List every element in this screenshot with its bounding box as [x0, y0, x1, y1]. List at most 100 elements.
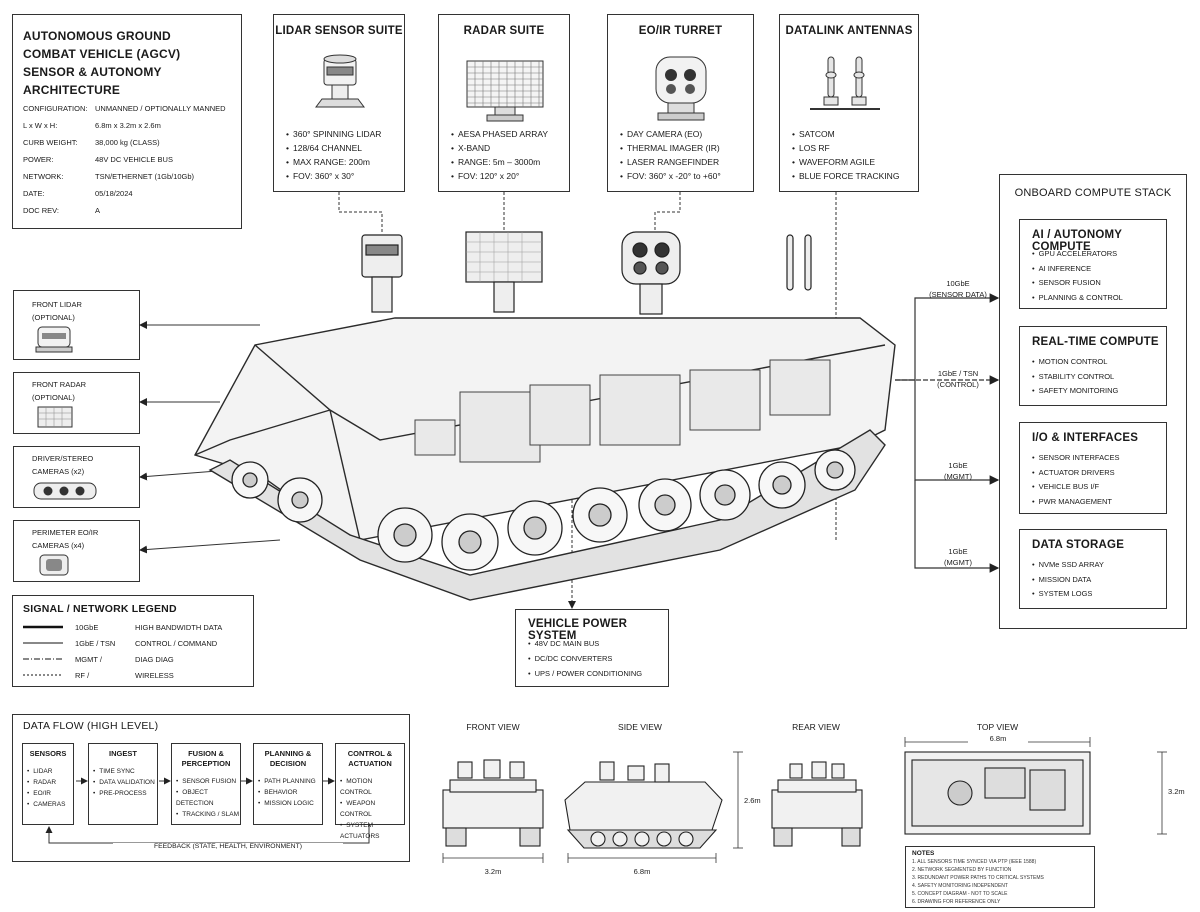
stage-list: MOTION CONTROL WEAPON CONTROL SYSTEM ACT…: [340, 776, 404, 842]
section-item: PWR MANAGEMENT: [1032, 495, 1120, 510]
stage-item: DATA VALIDATION: [93, 777, 155, 788]
stage-title: CONTROL & ACTUATION: [347, 749, 393, 768]
radar-suite-box: RADAR SUITE AESA PHASED ARRAY X-BAND RAN…: [438, 14, 570, 192]
io-interfaces: I/O & INTERFACES SENSOR INTERFACES ACTUA…: [1019, 422, 1167, 514]
spec-item: THERMAL IMAGER (IR): [620, 141, 721, 155]
title-line: COMBAT VEHICLE (AGCV): [23, 47, 181, 61]
legend-type: 1GbE / TSN: [75, 639, 116, 648]
dataflow-stage-planning: PLANNING & DECISION PATH PLANNING BEHAVI…: [253, 743, 323, 825]
spec-key: L x W x H:: [23, 121, 58, 130]
stage-item: PATH PLANNING: [258, 776, 315, 787]
data-flow-panel: DATA FLOW (HIGH LEVEL) SENSORS LIDAR RAD…: [12, 714, 410, 862]
eo-ir-turret-box: EO/IR TURRET DAY CAMERA (EO) THERMAL IMA…: [607, 14, 754, 192]
stage-item: OBJECT DETECTION: [176, 787, 240, 809]
spec-value: A: [95, 206, 101, 215]
spec-row: L x W x H: 6.8m x 3.2m x 2.6m: [23, 117, 238, 134]
legend-desc: HIGH BANDWIDTH DATA: [135, 623, 223, 632]
spec-item: WAVEFORM AGILE: [792, 155, 899, 169]
stage-item: LIDAR: [27, 766, 65, 777]
spec-value: 05/18/2024: [95, 189, 133, 198]
spec-item: LOS RF: [792, 141, 899, 155]
stage-item: CAMERAS: [27, 799, 65, 810]
box-label: PERIMETER EO/IR CAMERAS (x4): [32, 528, 99, 550]
stage-item: SENSOR FUSION: [176, 776, 240, 787]
spec-item: FOV: 360° x 30°: [286, 169, 381, 183]
lidar-icon: [35, 326, 73, 353]
stage-list: LIDAR RADAR EO/IR CAMERAS: [27, 766, 65, 810]
note-line: 5. CONCEPT DIAGRAM - NOT TO SCALE: [912, 891, 1008, 897]
spec-row: CONFIGURATION: UNMANNED / OPTIONALLY MANN…: [23, 100, 238, 117]
legend-type: MGMT /: [75, 655, 102, 664]
legend-title: SIGNAL / NETWORK LEGEND: [23, 603, 177, 615]
spec-value: 38,000 kg (CLASS): [95, 138, 160, 147]
note-line: 6. DRAWING FOR REFERENCE ONLY: [912, 899, 1001, 905]
spec-key: CURB WEIGHT:: [23, 138, 78, 147]
section-item: VEHICLE BUS I/F: [1032, 480, 1120, 495]
lidar-icon: [315, 54, 365, 108]
stage-item: WEAPON CONTROL: [340, 798, 404, 820]
spec-item: 360° SPINNING LIDAR: [286, 127, 381, 141]
box-title: EO/IR TURRET: [638, 25, 723, 37]
section-item: AI INFERENCE: [1032, 262, 1123, 277]
spec-row: POWER:48V DC VEHICLE BUS: [23, 151, 238, 168]
driver-stereo-cameras-box: DRIVER/STEREO CAMERAS (x2): [13, 446, 140, 508]
link-purpose: (MGMT): [944, 472, 972, 481]
stage-title: SENSORS: [29, 749, 67, 758]
stage-item: RADAR: [27, 777, 65, 788]
radar-panel-icon: [466, 60, 544, 122]
spec-item: FOV: 360° x -20° to +60°: [620, 169, 721, 183]
power-item: 48V DC MAIN BUS: [528, 636, 642, 651]
spec-list: AESA PHASED ARRAY X-BAND RANGE: 5m – 300…: [451, 127, 548, 183]
section-item: PLANNING & CONTROL: [1032, 291, 1123, 306]
note-line: 1. ALL SENSORS TIME SYNCED VIA PTP (IEEE…: [912, 859, 1037, 865]
spec-row: DATE:05/18/2024: [23, 185, 238, 202]
eo-ir-turret-icon: [655, 56, 707, 121]
link-speed: 1GbE / TSN: [937, 369, 979, 378]
legend-row: 1GbE / TSN CONTROL / COMMAND: [75, 636, 222, 652]
spec-list: DAY CAMERA (EO) THERMAL IMAGER (IR) LASE…: [620, 127, 721, 183]
power-item: UPS / POWER CONDITIONING: [528, 666, 643, 681]
front-view-drawing: [442, 759, 544, 847]
section-item: GPU ACCELERATORS: [1032, 247, 1123, 262]
spec-item: MAX RANGE: 200m: [286, 155, 381, 169]
box-label: DRIVER/STEREO CAMERAS (x2): [32, 454, 94, 476]
section-title: DATA STORAGE: [1032, 539, 1125, 551]
stage-item: EO/IR: [27, 788, 65, 799]
front-width-dim: 3.2m: [484, 867, 502, 876]
legend-desc: CONTROL / COMMAND: [135, 639, 218, 648]
real-time-compute: REAL-TIME COMPUTE MOTION CONTROL STABILI…: [1019, 326, 1167, 406]
note-line: 3. REDUNDANT POWER PATHS TO CRITICAL SYS…: [912, 875, 1044, 881]
top-length-dim: 6.8m: [968, 733, 1028, 746]
link-purpose: (CONTROL): [937, 380, 979, 389]
spec-value: 6.8m x 3.2m x 2.6m: [95, 121, 161, 130]
link-label: 1GbE / TSN (CONTROL): [925, 368, 991, 390]
spec-key: POWER:: [23, 155, 54, 164]
side-length-dim: 6.8m: [633, 867, 651, 876]
spec-key: DOC REV:: [23, 206, 59, 215]
note-line: 4. SAFETY MONITORING INDEPENDENT: [912, 883, 1008, 889]
section-item: ACTUATOR DRIVERS: [1032, 466, 1120, 481]
spec-key: CONFIGURATION:: [23, 104, 88, 113]
spec-item: 128/64 CHANNEL: [286, 141, 381, 155]
spec-item: RANGE: 5m – 3000m: [451, 155, 548, 169]
stage-title: INGEST: [109, 749, 137, 758]
section-title: REAL-TIME COMPUTE: [1032, 336, 1159, 348]
data-storage: DATA STORAGE NVMe SSD ARRAY MISSION DATA…: [1019, 529, 1167, 609]
legend-row: RF /WIRELESS: [75, 668, 222, 684]
legend-row: MGMT /DIAG DIAG: [75, 652, 222, 668]
spec-value: UNMANNED / OPTIONALLY MANNED: [95, 104, 226, 113]
box-title: RADAR SUITE: [463, 25, 545, 37]
link-speed: 1GbE: [948, 461, 968, 470]
title-line: AUTONOMOUS GROUND: [23, 29, 171, 43]
link-speed: 1GbE: [948, 547, 968, 556]
box-title: LIDAR SENSOR SUITE: [275, 25, 403, 37]
stage-item: PRE-PROCESS: [93, 788, 155, 799]
spec-key: NETWORK:: [23, 172, 64, 181]
spec-item: X-BAND: [451, 141, 548, 155]
side-view-label: SIDE VIEW: [618, 722, 662, 732]
section-item: MOTION CONTROL: [1032, 355, 1118, 370]
top-view-drawing: [904, 751, 1091, 835]
